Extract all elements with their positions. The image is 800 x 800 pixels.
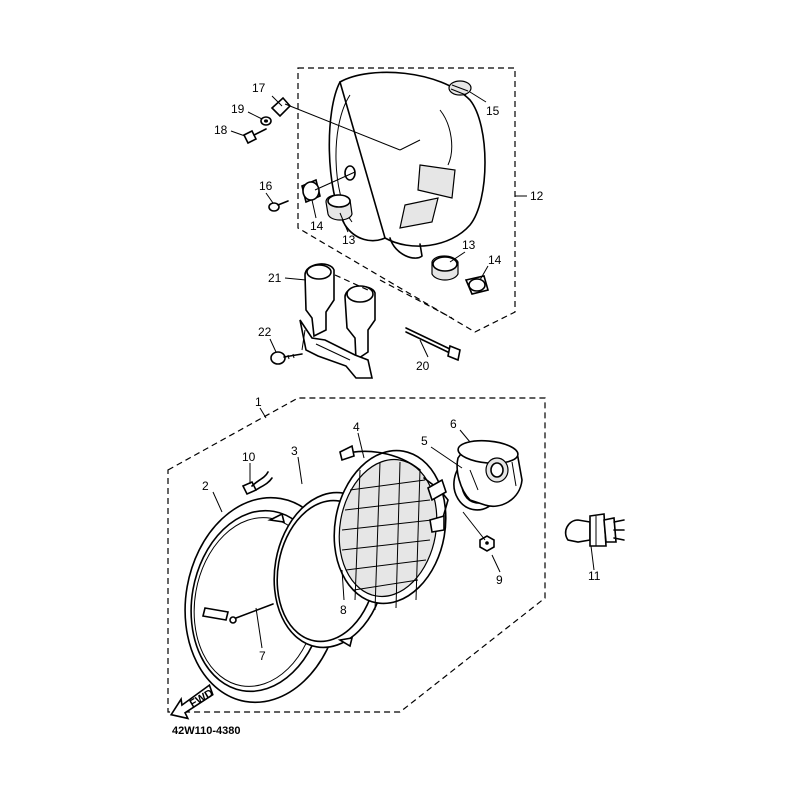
headlight-unit-boundary — [167, 397, 546, 713]
grommet-part-15 — [448, 80, 472, 96]
washer-part-19 — [260, 116, 272, 126]
housing-assembly-group — [242, 67, 516, 379]
callout-8: 8 — [340, 603, 347, 617]
damper-part-13-left — [325, 194, 353, 221]
callout-4: 4 — [353, 420, 360, 434]
lens-unit-part-4 — [333, 444, 449, 611]
callout-10: 10 — [242, 450, 256, 464]
screw-part-16 — [268, 200, 289, 212]
callout-13-right: 13 — [462, 238, 476, 252]
callout-19: 19 — [231, 102, 245, 116]
callout-14-left: 14 — [310, 219, 324, 233]
headlight-shell — [328, 71, 486, 259]
callout-11: 11 — [588, 569, 601, 583]
collar-part-14-right — [464, 275, 489, 295]
alignment-line — [379, 279, 453, 319]
callout-12: 12 — [530, 189, 544, 203]
fwd-direction-arrow: FWD — [169, 683, 216, 720]
bulb-part-11 — [564, 513, 625, 547]
callout-2: 2 — [202, 479, 209, 493]
headlight-unit-group — [167, 397, 546, 713]
callout-22: 22 — [258, 325, 272, 339]
callout-7: 7 — [259, 649, 266, 663]
callout-3: 3 — [291, 444, 298, 458]
callout-15: 15 — [486, 104, 500, 118]
callout-13-left: 13 — [342, 233, 356, 247]
socket-cover-part-6 — [456, 439, 523, 507]
collar-part-14-left — [301, 178, 321, 204]
clip-part-10 — [241, 471, 273, 496]
screw-part-7 — [229, 603, 274, 624]
callout-18: 18 — [214, 123, 228, 137]
callout-20: 20 — [416, 359, 430, 373]
callout-17: 17 — [252, 81, 266, 95]
callout-labels: 17 19 18 15 16 12 14 13 13 14 21 22 20 1… — [202, 81, 601, 663]
bolt-part-18 — [242, 128, 267, 145]
damper-part-13-right — [431, 255, 459, 281]
leader-lines — [212, 91, 595, 649]
callout-14-right: 14 — [488, 253, 502, 267]
bolt-part-22 — [270, 351, 303, 365]
drawing-code: 42W110-4380 — [172, 725, 241, 737]
callout-1: 1 — [255, 395, 262, 409]
callout-16: 16 — [259, 179, 273, 193]
nut-part-9 — [479, 535, 495, 552]
alignment-line — [334, 274, 369, 291]
bracket-part-21 — [299, 263, 376, 379]
callout-9: 9 — [496, 573, 503, 587]
clip-part-17 — [270, 96, 292, 118]
housing-group-boundary — [297, 67, 516, 333]
callout-5: 5 — [421, 434, 428, 448]
bolt-part-20 — [405, 327, 461, 362]
fwd-label: FWD — [188, 687, 216, 710]
callout-21: 21 — [268, 271, 282, 285]
callout-6: 6 — [450, 417, 457, 431]
